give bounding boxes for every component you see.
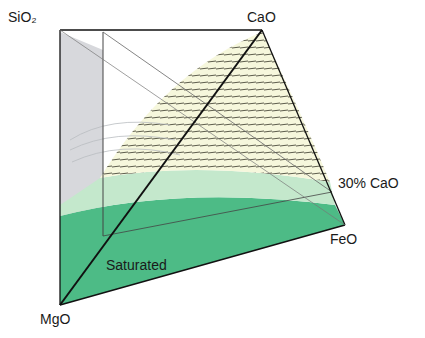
region-label: Saturated: [106, 258, 167, 273]
vertex-label: MgO: [40, 312, 70, 327]
vertex-label: FeO: [330, 232, 357, 247]
plane-label: 30% CaO: [338, 176, 399, 191]
vertex-label: SiO₂: [8, 10, 37, 25]
vertex-label: CaO: [247, 10, 276, 25]
